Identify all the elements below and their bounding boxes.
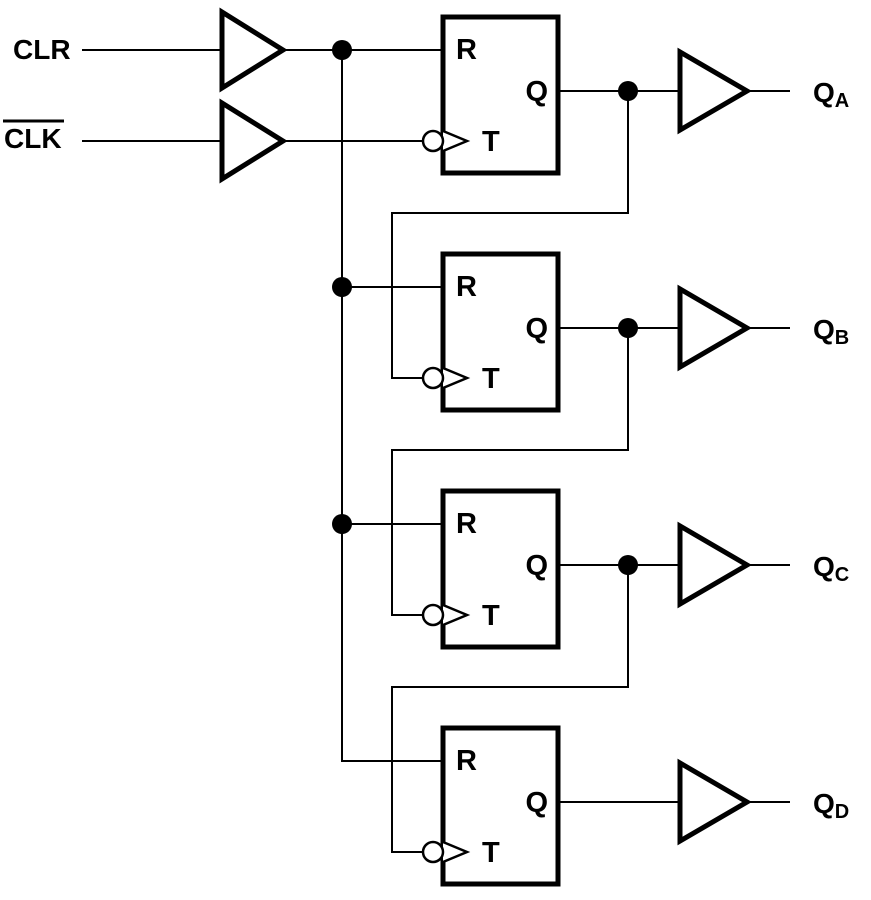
qb-label: QB <box>813 314 849 349</box>
qd-buffer-icon <box>677 758 752 846</box>
qd-label: QD <box>813 788 849 823</box>
input-clk: CLK <box>3 98 423 184</box>
inverter-bubble-icon <box>421 603 445 627</box>
ff-box <box>440 488 561 650</box>
junction-dot <box>618 318 638 338</box>
clk-buffer-icon <box>219 98 288 184</box>
junction-dot <box>618 555 638 575</box>
qc-label: QC <box>813 551 849 586</box>
ff-toggle-label: T <box>482 600 500 632</box>
qa-buffer-icon <box>677 47 752 135</box>
flip-flop-b: R Q T <box>421 251 561 413</box>
inverter-bubble-icon <box>421 129 445 153</box>
ff-box <box>440 725 561 887</box>
edge-trigger-icon <box>442 840 471 864</box>
clr-bus <box>332 40 443 762</box>
clr-label: CLR <box>13 34 71 65</box>
flip-flop-c: R Q T <box>421 488 561 650</box>
flip-flop-d: R Q T <box>421 725 561 887</box>
carry-c-to-d <box>391 565 629 853</box>
ff-output-label: Q <box>525 76 548 108</box>
ff-output-label: Q <box>525 787 548 819</box>
output-qd: QD <box>558 758 849 846</box>
qa-label: QA <box>813 77 849 112</box>
output-qc: QC <box>558 521 849 609</box>
ripple-links <box>391 91 629 853</box>
clr-buffer-icon <box>219 7 288 93</box>
junction-dot <box>332 40 352 60</box>
qb-buffer-icon <box>677 284 752 372</box>
ff-box <box>440 14 561 176</box>
clr-bus-wire <box>341 50 443 762</box>
carry-a-to-b <box>391 91 629 379</box>
inverter-bubble-icon <box>421 366 445 390</box>
junction-dot <box>332 277 352 297</box>
carry-b-to-c <box>391 328 629 616</box>
output-qa: QA <box>558 47 849 135</box>
flip-flop-a: R Q T <box>421 14 561 176</box>
edge-trigger-icon <box>442 366 471 390</box>
clk-label: CLK <box>4 123 62 154</box>
ff-toggle-label: T <box>482 363 500 395</box>
qc-buffer-icon <box>677 521 752 609</box>
ff-output-label: Q <box>525 550 548 582</box>
edge-trigger-icon <box>442 129 471 153</box>
ff-reset-label: R <box>456 271 477 303</box>
output-qb: QB <box>558 284 849 372</box>
edge-trigger-icon <box>442 603 471 627</box>
ff-reset-label: R <box>456 34 477 66</box>
ff-box <box>440 251 561 413</box>
input-clr: CLR <box>13 7 443 93</box>
junction-dot <box>618 81 638 101</box>
ff-toggle-label: T <box>482 837 500 869</box>
ff-toggle-label: T <box>482 126 500 158</box>
ff-reset-label: R <box>456 508 477 540</box>
ff-output-label: Q <box>525 313 548 345</box>
junction-dot <box>332 514 352 534</box>
inverter-bubble-icon <box>421 840 445 864</box>
ff-reset-label: R <box>456 745 477 777</box>
